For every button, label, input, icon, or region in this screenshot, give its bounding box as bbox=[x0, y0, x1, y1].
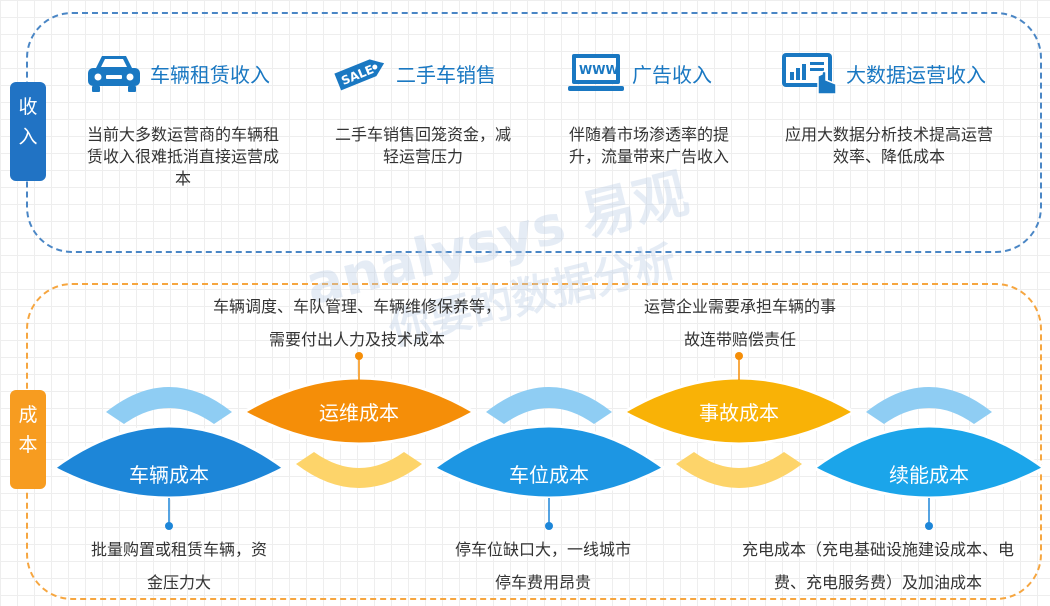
income-item-rental: 车辆租赁收入 bbox=[84, 50, 270, 96]
income-title: 大数据运营收入 bbox=[846, 62, 986, 87]
income-tag: 收 入 bbox=[10, 82, 46, 181]
income-item-used-car: SALE 二手车销售 bbox=[330, 50, 496, 96]
note-energy-text: 充电成本（充电基础设施建设成本、电费、充电服务费）及加油成本 bbox=[741, 540, 1014, 592]
income-title: 车辆租赁收入 bbox=[150, 62, 270, 87]
income-desc: 当前大多数运营商的车辆租赁收入很难抵消直接运营成本 bbox=[86, 125, 279, 188]
wave-label-1: 运维成本 bbox=[319, 401, 399, 425]
wave-dot-1 bbox=[355, 352, 363, 360]
www-text: WWW bbox=[579, 63, 619, 77]
wave-label-3: 事故成本 bbox=[699, 401, 779, 425]
income-tag-char-2: 入 bbox=[18, 126, 38, 148]
income-tag-char-1: 收 bbox=[18, 96, 38, 118]
wave-dot-3 bbox=[735, 352, 743, 360]
wave-dot-4 bbox=[925, 522, 933, 530]
wave-dot-2 bbox=[545, 522, 553, 530]
income-desc: 伴随着市场渗透率的提升，流量带来广告收入 bbox=[568, 125, 729, 166]
wave-cap-3 bbox=[676, 452, 802, 488]
note-vehicle: 批量购置或租赁车辆，资金压力大 bbox=[84, 533, 274, 599]
note-parking: 停车位缺口大，一线城市停车费用昂贵 bbox=[448, 533, 638, 599]
note-accident: 运营企业需要承担车辆的事故连带赔偿责任 bbox=[640, 290, 840, 356]
note-maintenance-text: 车辆调度、车队管理、车辆维修保养等，需要付出人力及技术成本 bbox=[212, 297, 501, 349]
wave-segment-2 bbox=[431, 424, 667, 500]
wave-dot-0 bbox=[165, 522, 173, 530]
note-maintenance: 车辆调度、车队管理、车辆维修保养等，需要付出人力及技术成本 bbox=[212, 290, 502, 356]
note-vehicle-text: 批量购置或租赁车辆，资金压力大 bbox=[90, 540, 267, 592]
wave-cap-0 bbox=[106, 387, 232, 424]
wave-segment-3 bbox=[620, 376, 858, 446]
income-item-ads: WWW 广告收入 bbox=[566, 50, 712, 96]
wave-label-2: 车位成本 bbox=[509, 463, 589, 487]
www-monitor-icon: WWW bbox=[568, 54, 624, 91]
wave-segment-0 bbox=[51, 424, 287, 500]
cost-tag-char-1: 成 bbox=[18, 404, 38, 426]
income-title: 广告收入 bbox=[632, 62, 712, 87]
wave-cap-2 bbox=[486, 387, 612, 424]
wave-cap-1 bbox=[296, 452, 422, 488]
wave-segment-1 bbox=[240, 376, 478, 446]
car-icon bbox=[88, 56, 140, 92]
data-tablet-icon bbox=[782, 53, 837, 95]
wave-label-0: 车辆成本 bbox=[129, 463, 209, 487]
note-parking-text: 停车位缺口大，一线城市停车费用昂贵 bbox=[454, 540, 631, 592]
cost-tag: 成 本 bbox=[10, 390, 46, 489]
wave-cap-4 bbox=[866, 387, 992, 424]
sale-tag-icon: SALE bbox=[334, 59, 385, 91]
income-item-big-data: 大数据运营收入 bbox=[780, 50, 986, 96]
note-energy: 充电成本（充电基础设施建设成本、电费、充电服务费）及加油成本 bbox=[730, 533, 1026, 599]
wave-segment-4 bbox=[811, 424, 1047, 500]
cost-tag-char-2: 本 bbox=[18, 434, 38, 456]
note-accident-text: 运营企业需要承担车辆的事故连带赔偿责任 bbox=[643, 297, 836, 349]
income-title: 二手车销售 bbox=[396, 62, 496, 87]
income-desc: 二手车销售回笼资金，减轻运营压力 bbox=[334, 125, 511, 166]
income-desc: 应用大数据分析技术提高运营效率、降低成本 bbox=[784, 125, 993, 166]
wave-label-4: 续能成本 bbox=[889, 463, 969, 487]
